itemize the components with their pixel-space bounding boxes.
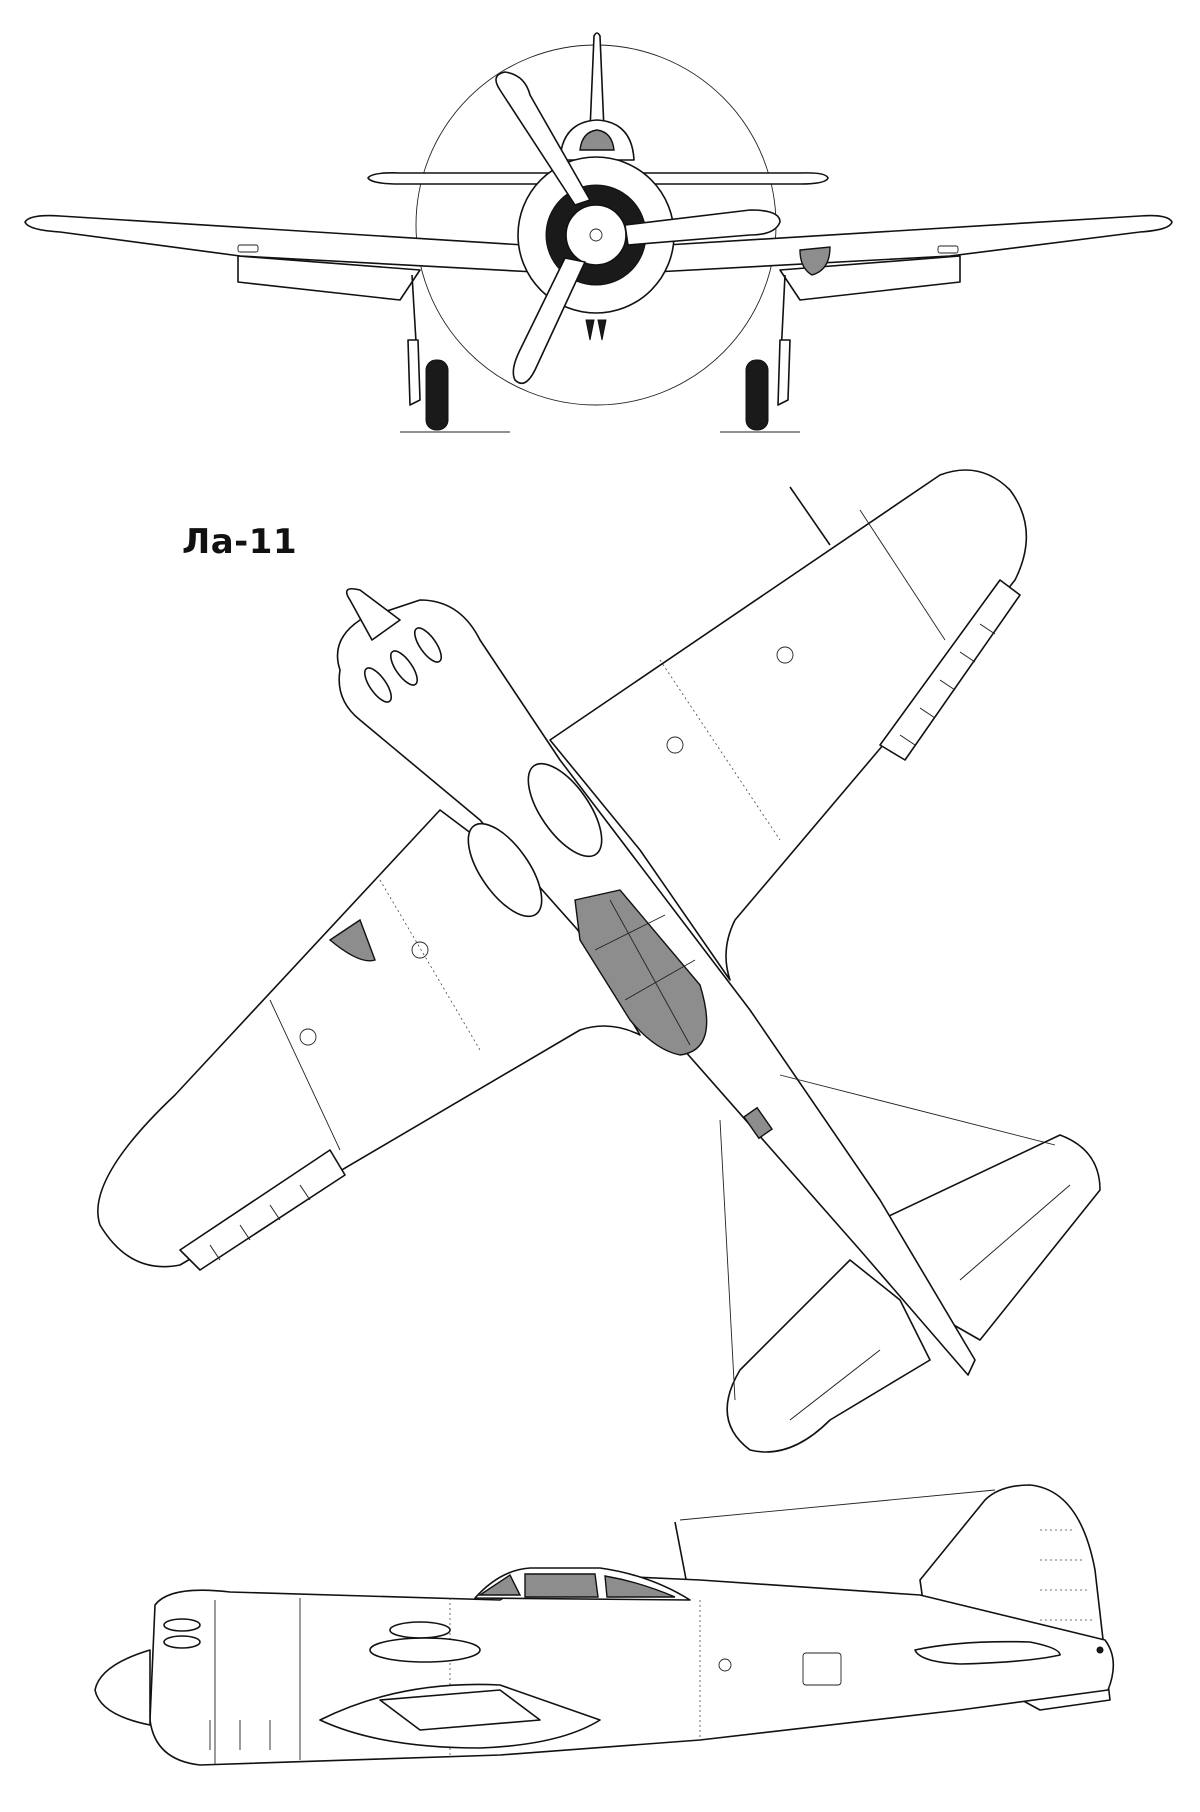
- front-spinner: [565, 204, 627, 266]
- top-antenna-wire-1: [779, 1074, 1056, 1146]
- top-marking-l1: [411, 941, 429, 959]
- front-exhaust-1: [585, 319, 595, 341]
- top-marking-r1: [776, 646, 794, 664]
- side-tailplane: [914, 1640, 1061, 1665]
- side-hatch: [802, 1652, 842, 1686]
- top-antenna-wire-2: [719, 1119, 736, 1401]
- top-panel-line-l1: [269, 999, 341, 1151]
- front-flap-left: [237, 255, 421, 301]
- side-canopy-glass-1: [524, 1573, 599, 1598]
- front-pitot-right: [937, 245, 959, 254]
- side-marking: [718, 1658, 732, 1672]
- side-view: [94, 1484, 1115, 1766]
- side-flap: [379, 1689, 541, 1731]
- top-exhaust-fairing-2: [467, 822, 543, 918]
- prop-blade-upper: [495, 71, 591, 206]
- front-fin: [589, 32, 605, 131]
- top-wing-shade: [328, 918, 376, 962]
- side-tail-light: [1096, 1646, 1104, 1654]
- top-canopy-frame-1: [594, 914, 666, 951]
- top-panel-line-r2: [659, 659, 781, 841]
- front-canopy-glass: [579, 129, 615, 151]
- front-exhaust-2: [597, 319, 607, 341]
- top-wing-right: [549, 469, 1028, 981]
- front-view: [24, 32, 1173, 433]
- top-panel-line-r1: [859, 509, 946, 641]
- top-wing-left: [97, 809, 641, 1268]
- side-intake-2: [163, 1635, 201, 1649]
- aircraft-title: Ла-11: [182, 522, 298, 562]
- top-hatch: [743, 1106, 773, 1140]
- top-canopy-frame-2: [624, 959, 696, 1001]
- side-canopy-glass-2: [604, 1575, 676, 1598]
- top-marking-r2: [666, 736, 684, 754]
- top-marking-l2: [299, 1028, 317, 1046]
- top-intake-1: [363, 667, 393, 703]
- side-antenna-wire: [679, 1489, 996, 1521]
- top-aileron-hatch: [209, 623, 996, 1261]
- side-intake-1: [163, 1618, 201, 1632]
- front-pitot-left: [237, 244, 259, 253]
- top-intake-3: [413, 627, 443, 663]
- front-wheel-left: [425, 359, 449, 431]
- prop-blade-right: [624, 209, 781, 246]
- front-wheel-right: [745, 359, 769, 431]
- top-tailplane-left: [726, 1259, 931, 1453]
- top-canopy-frame-3: [609, 899, 691, 1046]
- top-view: [97, 469, 1101, 1453]
- side-spinner: [94, 1649, 151, 1726]
- front-gear-door-right: [777, 339, 791, 406]
- side-windscreen: [477, 1573, 522, 1596]
- top-aileron-right: [879, 579, 1021, 761]
- prop-blade-lower: [512, 257, 586, 385]
- top-exhaust-fairing-1: [527, 762, 603, 858]
- side-exhaust-1: [389, 1621, 451, 1639]
- top-antenna-mast: [789, 486, 831, 546]
- top-spinner: [345, 587, 401, 641]
- top-tail-hatch: [789, 1184, 1071, 1421]
- top-aileron-left: [179, 1149, 346, 1271]
- top-canopy: [574, 889, 708, 1056]
- front-nav-light: [799, 246, 831, 276]
- front-spinner-tip: [589, 228, 603, 242]
- top-intake-2: [389, 650, 419, 686]
- front-gear-door-left: [407, 339, 421, 406]
- side-exhaust-2: [369, 1637, 481, 1663]
